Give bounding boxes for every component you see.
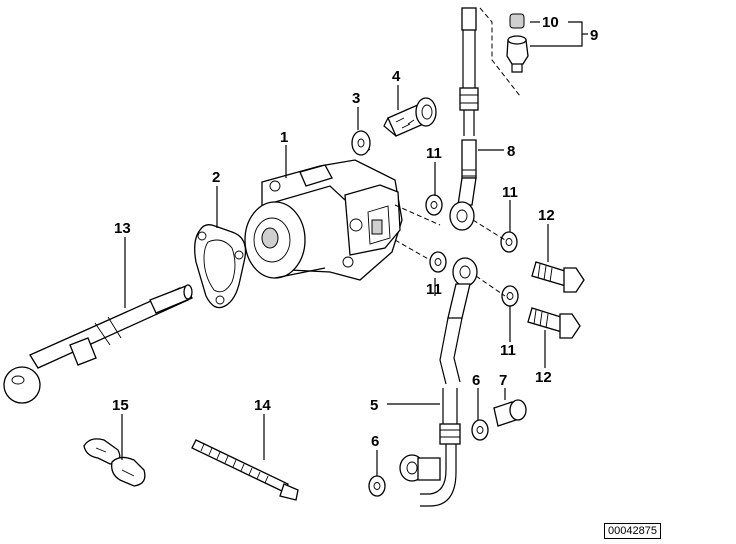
callout-15: 15 [112, 397, 129, 414]
reference-number: 00042875 [604, 523, 661, 539]
washer-6-upper [471, 419, 489, 441]
washer-11-upper-left [425, 194, 443, 216]
callout-11-a: 11 [426, 145, 442, 162]
callout-3: 3 [352, 90, 360, 107]
callout-10: 10 [542, 14, 559, 31]
callout-1: 1 [280, 129, 288, 146]
callout-2: 2 [212, 169, 220, 186]
pin-with-ball-handle [3, 284, 193, 404]
callout-13: 13 [114, 220, 131, 237]
callout-14: 14 [254, 397, 271, 414]
hose-clip [83, 438, 146, 487]
callout-7: 7 [499, 372, 507, 389]
banjo-bolt-lower [527, 307, 581, 339]
gasket [194, 224, 247, 309]
washer-11-mid-right [501, 285, 519, 307]
callout-11-b: 11 [502, 184, 518, 201]
callout-6-upper: 6 [472, 372, 480, 389]
callout-8: 8 [507, 143, 515, 160]
callout-6-lower: 6 [371, 433, 379, 450]
washer-11-upper-right [500, 231, 518, 253]
washer-6-lower [368, 475, 386, 497]
banjo-bolt-small [493, 399, 527, 427]
hose-middle [439, 219, 506, 385]
banjo-bolt-upper [531, 261, 585, 293]
bleeder-screw [506, 35, 529, 73]
leader-lines [121, 21, 588, 476]
washer-3 [351, 130, 371, 156]
leader-dashed-2 [394, 239, 431, 261]
pipe-upper [449, 7, 521, 231]
cable-tie [191, 439, 299, 501]
washer-11-mid-left [429, 251, 447, 273]
pipe-lower [399, 388, 461, 507]
callout-5: 5 [370, 397, 378, 414]
cylinder-body [244, 159, 403, 281]
leader-dashed-1 [394, 204, 441, 226]
bleeder-cap [509, 13, 525, 29]
callout-11-d: 11 [500, 342, 516, 359]
callout-11-c: 11 [426, 281, 442, 298]
callout-12-a: 12 [538, 207, 555, 224]
callout-12-b: 12 [535, 369, 552, 386]
callout-4: 4 [392, 68, 401, 85]
bolt-4 [383, 97, 437, 137]
callout-9: 9 [590, 27, 598, 44]
